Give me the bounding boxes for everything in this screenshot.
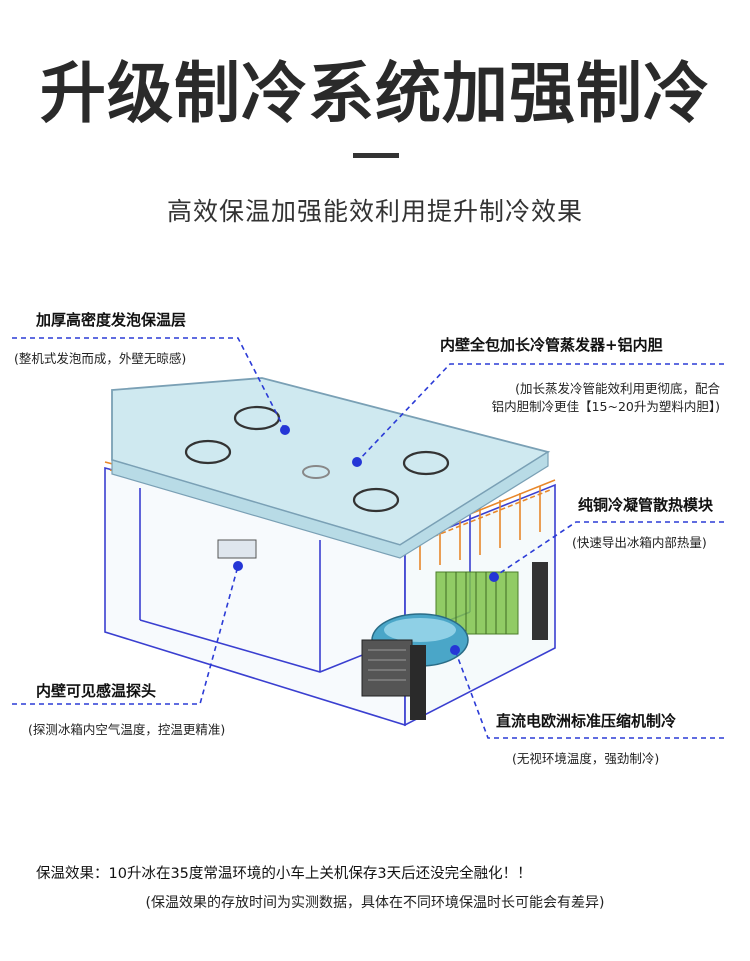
compressor-note: (无视环境温度，强劲制冷) — [512, 751, 660, 766]
condenser-label: 纯铜冷凝管散热模块 — [578, 496, 714, 514]
title-divider — [353, 153, 399, 158]
foam-layer-label: 加厚高密度发泡保温层 — [36, 311, 187, 329]
lid — [111, 377, 551, 559]
evaporator-note-line2: 铝内胆制冷更佳【15~20升为塑料内胆】) — [491, 399, 720, 414]
compressor-label: 直流电欧洲标准压缩机制冷 — [496, 712, 677, 730]
foam-layer-note: (整机式发泡而成，外壁无晾感) — [14, 351, 187, 366]
page-title: 升级制冷系统加强制冷 — [40, 55, 710, 132]
insulation-effect-text: 保温效果：10升冰在35度常温环境的小车上关机保存3天后还没完全融化！！ — [36, 866, 532, 882]
callout-lines — [12, 337, 724, 739]
compressor — [361, 613, 469, 720]
temp-probe — [217, 539, 257, 559]
page-subtitle: 高效保温加强能效利用提升制冷效果 — [166, 197, 583, 226]
condenser-note: (快速导出冰箱内部热量) — [572, 535, 707, 550]
insulation-disclaimer-text: (保温效果的存放时间为实测数据，具体在不同环境保温时长可能会有差异) — [145, 895, 605, 911]
evaporator-note-line1: (加长蒸发冷管能效利用更彻底，配合 — [515, 381, 720, 396]
callout-dots — [233, 425, 499, 655]
temp-probe-note: (探测冰箱内空气温度，控温更精准) — [28, 722, 226, 737]
temp-probe-label: 内壁可见感温探头 — [36, 682, 157, 700]
evaporator-label: 内壁全包加长冷管蒸发器+铝内胆 — [440, 336, 663, 354]
